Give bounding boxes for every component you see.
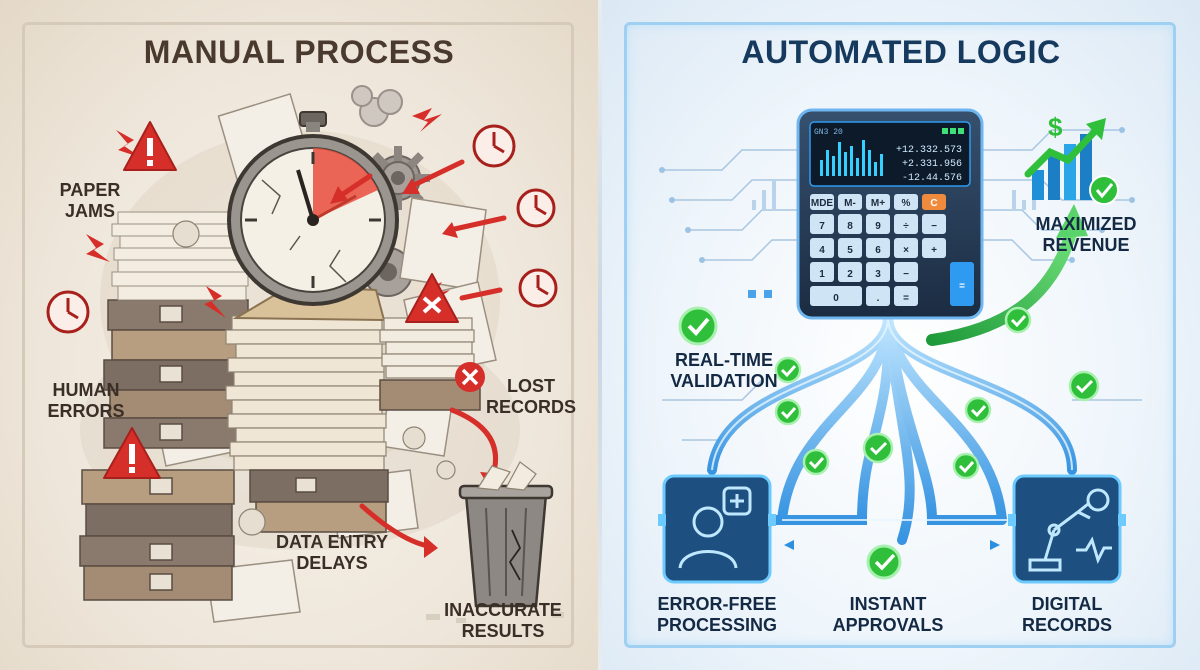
clock-icon [516,188,556,228]
label-line: REVENUE [1042,235,1130,255]
calc-key: × [903,245,909,256]
label-line: REAL-TIME [675,350,773,370]
label-line: DIGITAL [1031,594,1103,614]
calc-key: 7 [819,221,825,232]
check-icon [862,432,894,464]
warning-icon [405,273,459,323]
calc-key: 3 [875,269,881,280]
label-line: DATA ENTRY [276,532,388,552]
calc-key: − [931,221,937,232]
calc-key: 9 [875,221,881,232]
check-icon [678,306,718,346]
label-data-entry-delays: DATA ENTRY DELAYS [268,532,396,574]
calc-key: MDE [811,198,834,209]
label-line: APPROVALS [832,615,944,635]
check-icon [802,448,830,476]
robot-arm-icon [1028,488,1112,572]
panel-divider [598,0,602,670]
label-line: DELAYS [296,553,368,573]
clock-icon [518,268,558,308]
calc-key: = [903,293,909,304]
manual-panel-frame [22,22,574,648]
calc-key: 0 [833,293,839,304]
label-line: PROCESSING [656,615,778,635]
stopwatch-icon [227,111,399,306]
check-icon [1004,306,1032,334]
label-line: LOST [507,376,555,396]
person-icon [678,486,752,569]
manual-process-illustration [46,85,564,623]
binder-stack [103,299,249,449]
calc-key: 6 [875,245,881,256]
label-line: VALIDATION [670,371,778,391]
label-paper-jams: PAPER JAMS [46,180,134,222]
calc-display-header: GN3 20 [814,128,843,137]
automated-logic-title: AUTOMATED LOGIC [741,34,1061,70]
calc-key: 2 [847,269,853,280]
warning-icon [103,427,161,479]
calc-key: . [877,293,880,304]
calculator-icon: MDE M- M+ % C 7 8 9 ÷ − 4 5 6 × + 1 2 3 … [796,108,984,320]
calc-readout: +12.332.573 [896,145,962,156]
calc-key: − [903,269,909,280]
label-line: MAXIMIZED [1035,214,1137,234]
label-line: RESULTS [461,621,545,641]
calc-key: M+ [871,198,885,209]
label-lost-records: LOST RECORDS [478,376,584,418]
label-error-free-processing: ERROR-FREE PROCESSING [654,594,780,636]
label-line: HUMAN [52,380,120,400]
error-free-processing-box [658,474,776,584]
check-icon [1068,370,1100,402]
automated-panel-frame [624,22,1176,648]
automated-logic-illustration: MDE M- M+ % C 7 8 9 ÷ − 4 5 6 × + 1 2 3 … [658,108,1142,584]
calc-key: % [902,198,911,209]
calc-key: M- [844,198,856,209]
calc-key: 5 [847,245,853,256]
label-line: RECORDS [485,397,576,417]
revenue-chart-icon: $ [1024,112,1119,205]
label-line: PAPER [59,180,121,200]
label-line: INSTANT [849,594,927,614]
label-line: INACCURATE [444,600,562,620]
label-maximized-revenue: MAXIMIZED REVENUE [1022,214,1150,256]
check-icon [964,396,992,424]
label-real-time-validation: REAL-TIME VALIDATION [664,350,784,392]
crumpled-paper [172,220,456,536]
calc-key: = [959,281,965,292]
automated-logic-panel: MDE M- M+ % C 7 8 9 ÷ − 4 5 6 × + 1 2 3 … [602,0,1200,670]
error-x-icon [455,362,485,392]
label-line: RECORDS [1021,615,1112,635]
clock-icon [46,290,90,334]
manual-process-title: MANUAL PROCESS [143,34,455,70]
label-line: JAMS [64,201,115,221]
warning-icon [123,121,177,171]
calc-key: 8 [847,221,853,232]
check-icon [866,544,902,580]
trash-can-icon [458,461,554,608]
label-human-errors: HUMAN ERRORS [38,380,134,422]
calc-readout: -12.44.576 [902,173,962,184]
check-icon [774,398,802,426]
calc-key: 1 [819,269,825,280]
calc-key: + [931,245,937,256]
label-line: ERRORS [47,401,125,421]
smoke-icon [351,85,403,127]
check-icon [774,356,802,384]
calc-key: C [930,198,937,209]
digital-records-box [1008,474,1126,584]
manual-process-panel: MANUAL PROCESS PAPER JAMS HUMAN ERRORS L… [0,0,598,670]
label-line: ERROR-FREE [657,594,777,614]
dollar-sign: $ [1048,112,1063,142]
label-inaccurate-results: INACCURATE RESULTS [440,600,566,642]
label-digital-records: DIGITAL RECORDS [1014,594,1120,636]
calc-readout: +2.331.956 [902,159,962,170]
check-icon [952,452,980,480]
calc-key: ÷ [903,221,909,232]
clock-icon [472,124,516,168]
calc-key: 4 [819,245,825,256]
label-instant-approvals: INSTANT APPROVALS [828,594,948,636]
